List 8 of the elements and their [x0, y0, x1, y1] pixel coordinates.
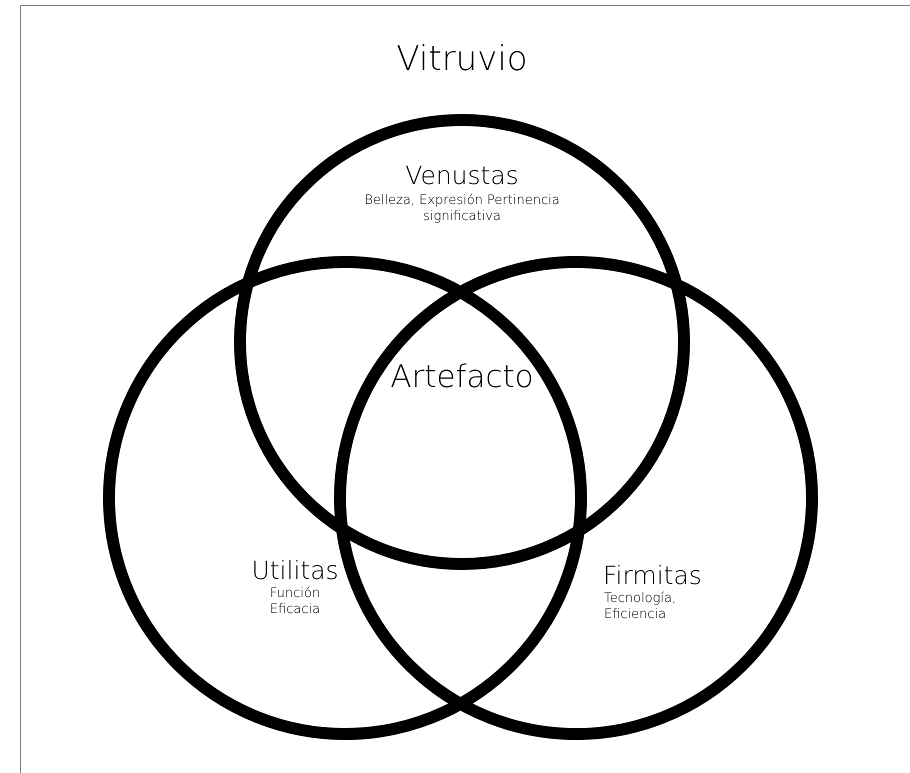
- circle-heading: Utilitas: [250, 555, 340, 586]
- intersection-label: Artefacto: [389, 358, 535, 397]
- diagram-title: Vitruvio: [395, 38, 529, 80]
- circle-description: Tecnología, Eficiencia: [604, 591, 678, 624]
- circle-description: Función Eficacia: [268, 586, 322, 618]
- circle-description: Belleza, Expresión Pertinencia significativa: [363, 193, 561, 226]
- circle-heading: Venustas: [404, 160, 520, 192]
- circle-heading: Firmitas: [603, 560, 703, 592]
